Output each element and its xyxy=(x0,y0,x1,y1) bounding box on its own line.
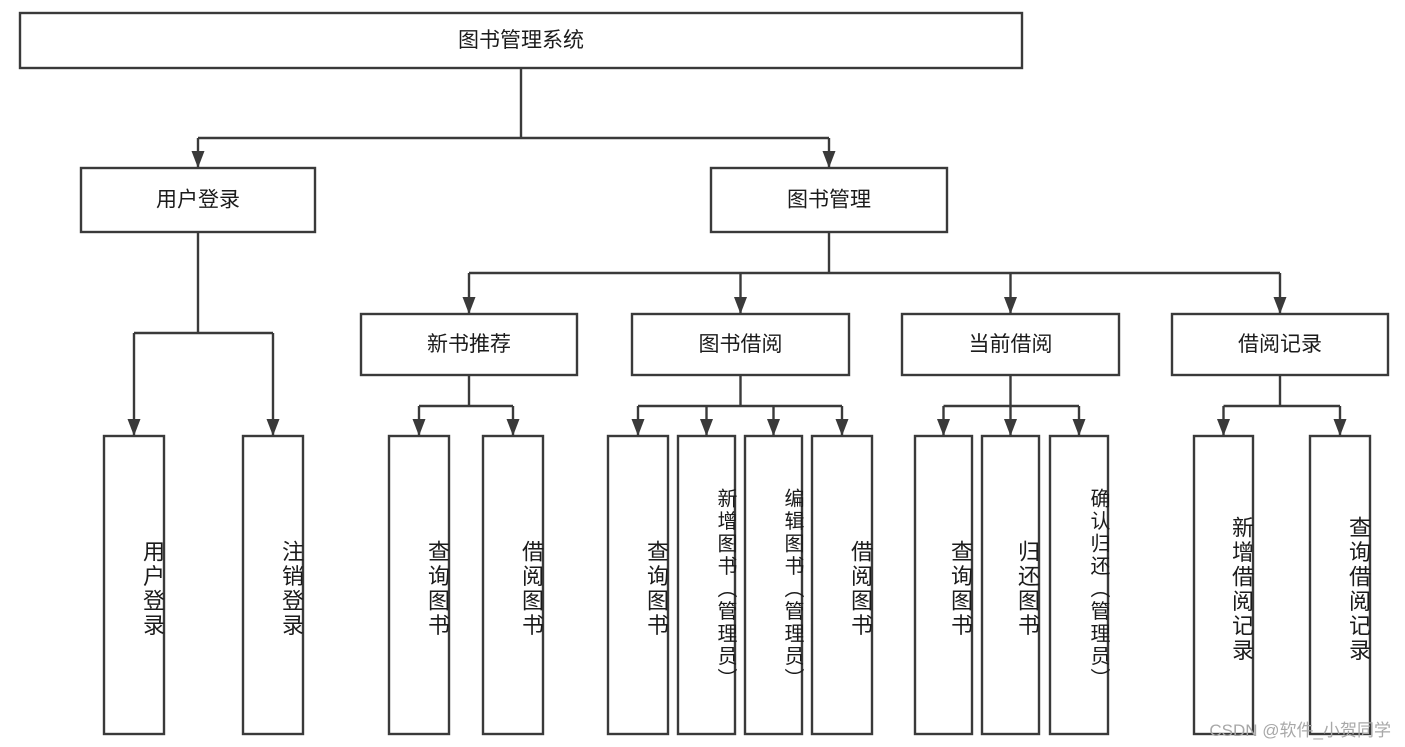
node-new-book-recommend[interactable]: 新书推荐 xyxy=(359,312,579,377)
edge-new-book-arrow-1 xyxy=(506,419,520,436)
edge-borrow-record-arrow-0 xyxy=(1217,419,1230,436)
node-leaf-return-book-rect xyxy=(980,434,1041,736)
node-root-label: 图书管理系统 xyxy=(458,29,584,52)
node-leaf-edit-book-rect xyxy=(743,434,804,736)
node-new-book-recommend-label: 新书推荐 xyxy=(427,333,511,356)
node-leaf-add-record[interactable] xyxy=(1192,434,1255,736)
node-book-manage-rect xyxy=(709,166,949,234)
node-borrow-record[interactable]: 借阅记录 xyxy=(1170,312,1390,377)
node-user-login-rect xyxy=(79,166,317,234)
edge-book-borrow-arrow-0 xyxy=(631,419,645,436)
node-leaf-return-book[interactable] xyxy=(980,434,1041,736)
node-leaf-borrow-book-1-rect xyxy=(481,434,545,736)
edge-book-manage-arrow-3 xyxy=(1273,297,1287,314)
node-leaf-query-book-1[interactable] xyxy=(387,434,451,736)
node-leaf-add-record-rect xyxy=(1192,434,1255,736)
node-leaf-borrow-book-1[interactable] xyxy=(481,434,545,736)
node-leaf-query-record[interactable] xyxy=(1308,434,1372,736)
node-book-borrow[interactable]: 图书借阅 xyxy=(630,312,851,377)
edge-root-arrow-0 xyxy=(191,151,205,168)
node-leaf-query-record-rect xyxy=(1308,434,1372,736)
node-user-login-label: 用户登录 xyxy=(156,189,240,212)
node-leaf-add-book[interactable] xyxy=(676,434,737,736)
node-leaf-confirm-return-rect xyxy=(1048,434,1110,736)
node-leaf-user-login-rect xyxy=(102,434,166,736)
node-leaf-query-book-3-rect xyxy=(913,434,974,736)
edge-user-login-arrow-1 xyxy=(266,419,280,436)
node-leaf-add-book-rect xyxy=(676,434,737,736)
watermark: CSDN @软件_小贺同学 xyxy=(1209,721,1391,740)
node-current-borrow-rect xyxy=(900,312,1121,377)
node-leaf-query-book-2[interactable] xyxy=(606,434,670,736)
node-new-book-recommend-rect xyxy=(359,312,579,377)
node-user-login[interactable]: 用户登录 xyxy=(79,166,317,234)
edge-current-borrow-arrow-1 xyxy=(1004,419,1017,436)
node-book-borrow-label: 图书借阅 xyxy=(699,333,783,356)
node-leaf-query-book-3[interactable] xyxy=(913,434,974,736)
node-book-manage-label: 图书管理 xyxy=(787,189,871,212)
edge-book-borrow-arrow-1 xyxy=(700,419,713,436)
edge-root-arrow-1 xyxy=(822,151,836,168)
node-leaf-query-book-2-rect xyxy=(606,434,670,736)
node-leaf-borrow-book-2-rect xyxy=(810,434,874,736)
node-book-manage[interactable]: 图书管理 xyxy=(709,166,949,234)
edge-book-manage-arrow-1 xyxy=(734,297,747,314)
edge-book-borrow-arrow-2 xyxy=(767,419,780,436)
edge-new-book-arrow-0 xyxy=(412,419,426,436)
node-book-borrow-rect xyxy=(630,312,851,377)
node-leaf-query-book-1-rect xyxy=(387,434,451,736)
edge-current-borrow-arrow-2 xyxy=(1072,419,1086,436)
node-root[interactable]: 图书管理系统 xyxy=(18,11,1024,70)
node-leaf-user-login[interactable] xyxy=(102,434,166,736)
edge-book-manage-arrow-0 xyxy=(462,297,476,314)
node-leaf-borrow-book-2[interactable] xyxy=(810,434,874,736)
node-leaf-logout-rect xyxy=(241,434,305,736)
node-borrow-record-label: 借阅记录 xyxy=(1238,333,1322,356)
node-current-borrow[interactable]: 当前借阅 xyxy=(900,312,1121,377)
edge-book-manage-arrow-2 xyxy=(1004,297,1017,314)
node-leaf-logout[interactable] xyxy=(241,434,305,736)
edge-current-borrow-arrow-0 xyxy=(937,419,950,436)
edge-book-borrow-arrow-3 xyxy=(835,419,849,436)
connector-layer xyxy=(127,68,1347,436)
edge-user-login-arrow-0 xyxy=(127,419,141,436)
node-leaf-edit-book[interactable] xyxy=(743,434,804,736)
edge-borrow-record-arrow-1 xyxy=(1333,419,1347,436)
node-leaf-confirm-return[interactable] xyxy=(1048,434,1110,736)
node-current-borrow-label: 当前借阅 xyxy=(969,333,1053,356)
node-root-rect xyxy=(18,11,1024,70)
node-borrow-record-rect xyxy=(1170,312,1390,377)
